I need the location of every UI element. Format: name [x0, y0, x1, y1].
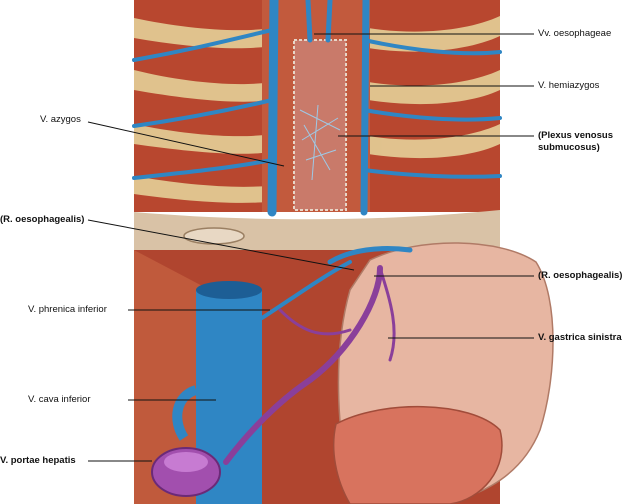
label-v-azygos: V. azygos — [40, 114, 81, 125]
thoracic-veins — [132, 0, 502, 217]
leader-lines — [87, 33, 534, 462]
label-v-hemiazygos: V. hemiazygos — [538, 80, 600, 91]
submucosal-plexus — [299, 104, 341, 181]
label-r-oesophagealis-right: (R. oesophagealis) — [538, 270, 623, 281]
label-vv-oesophageae: Vv. oesophageae — [538, 28, 612, 39]
label-v-cava-inferior: V. cava inferior — [28, 394, 91, 405]
leader-r-oesophagealis-left — [87, 219, 355, 271]
left-gastric-vein — [223, 265, 396, 465]
stomach-opened — [332, 406, 503, 504]
oesophagus-opened — [293, 39, 347, 211]
label-r-oesophagealis-left: (R. oesophagealis) — [0, 214, 85, 225]
label-plexus-line2: submucosus) — [538, 142, 600, 153]
label-plexus-line1: (Plexus venosus — [538, 130, 613, 141]
label-v-portae-hepatis: V. portae hepatis — [0, 455, 76, 466]
label-v-phrenica-inferior: V. phrenica inferior — [28, 304, 107, 315]
label-v-gastrica-sinistra: V. gastrica sinistra — [538, 332, 622, 343]
caval-opening — [183, 227, 245, 245]
leader-v-azygos — [87, 121, 285, 167]
